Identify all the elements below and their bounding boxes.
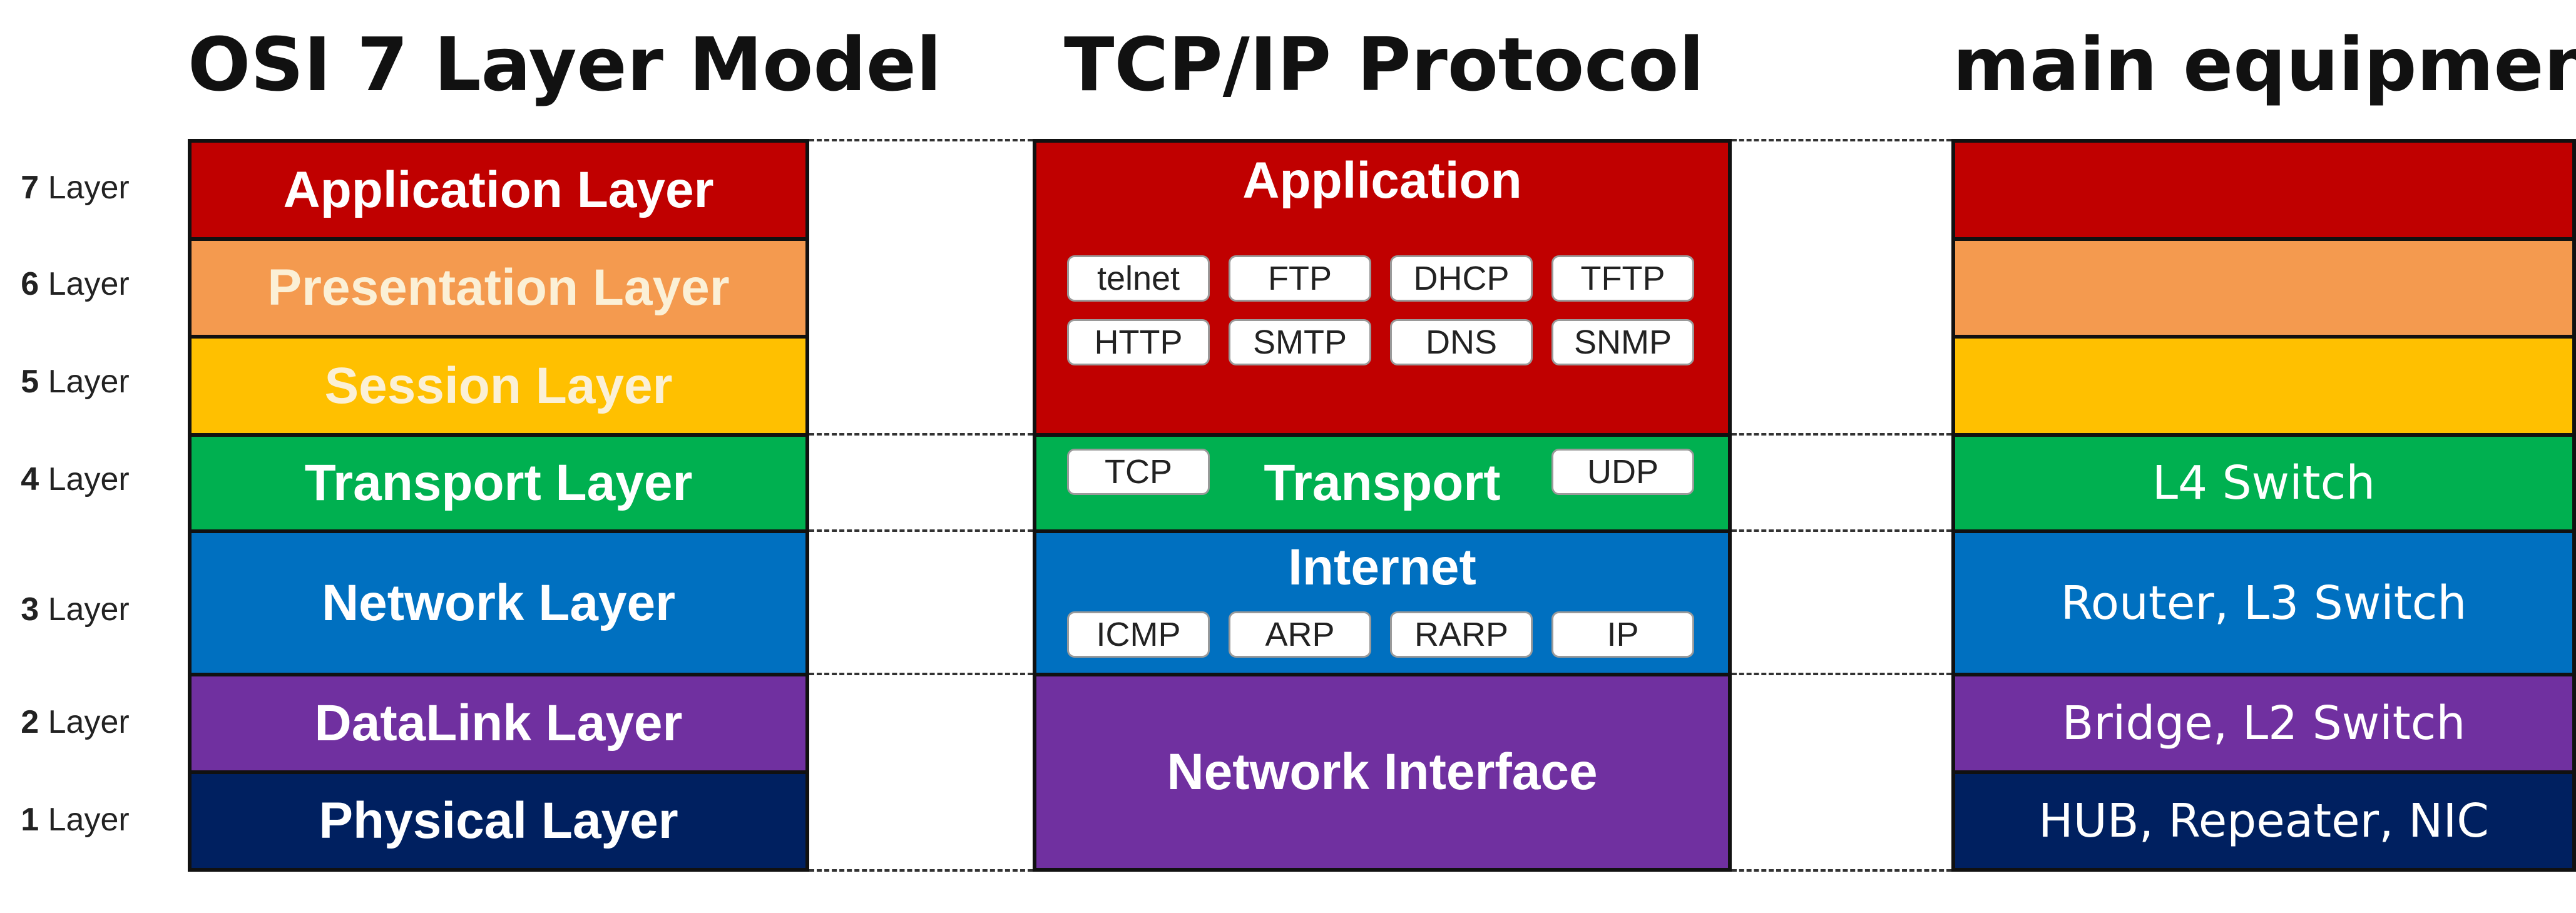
tcpip-application-title: Application bbox=[1242, 152, 1522, 209]
osi-session-layer: Session Layer bbox=[188, 335, 809, 437]
osi-application-layer: Application Layer bbox=[188, 139, 809, 241]
layer-label-5: 5 Layer bbox=[21, 364, 130, 400]
layer-label-6: 6 Layer bbox=[21, 266, 130, 302]
connector-transport-left bbox=[809, 433, 1033, 436]
protocol-dhcp: DHCP bbox=[1390, 255, 1533, 302]
connector-datalink-left bbox=[809, 673, 1033, 675]
equipment-layer-5 bbox=[1951, 335, 2576, 437]
protocol-http: HTTP bbox=[1067, 319, 1210, 365]
connector-bottom-left bbox=[809, 869, 1033, 872]
connector-top-right bbox=[1732, 139, 1951, 141]
protocol-rarp: RARP bbox=[1390, 611, 1533, 658]
connector-transport-right bbox=[1732, 433, 1951, 436]
equipment-layer-4: L4 Switch bbox=[1951, 433, 2576, 533]
protocol-arp: ARP bbox=[1229, 611, 1371, 658]
connector-network-right bbox=[1732, 529, 1951, 532]
tcpip-network-interface-layer: Network Interface bbox=[1033, 673, 1732, 872]
layer-label-7: 7 Layer bbox=[21, 170, 130, 206]
osi-physical-layer: Physical Layer bbox=[188, 770, 809, 872]
equipment-layer-3: Router, L3 Switch bbox=[1951, 529, 2576, 676]
equipment-heading: main equipment bbox=[1953, 21, 2576, 108]
tcpip-internet-title: Internet bbox=[1288, 539, 1476, 596]
equipment-layer-1: HUB, Repeater, NIC bbox=[1951, 770, 2576, 872]
osi-datalink-layer: DataLink Layer bbox=[188, 673, 809, 774]
connector-top-left bbox=[809, 139, 1033, 141]
protocol-dns: DNS bbox=[1390, 319, 1533, 365]
equipment-layer-6 bbox=[1951, 237, 2576, 339]
protocol-smtp: SMTP bbox=[1229, 319, 1371, 365]
connector-network-left bbox=[809, 529, 1033, 532]
osi-network-layer: Network Layer bbox=[188, 529, 809, 676]
layer-label-3: 3 Layer bbox=[21, 591, 130, 628]
layer-label-2: 2 Layer bbox=[21, 704, 130, 740]
osi-heading: OSI 7 Layer Model bbox=[188, 21, 942, 108]
equipment-layer-2: Bridge, L2 Switch bbox=[1951, 673, 2576, 774]
connector-datalink-right bbox=[1732, 673, 1951, 675]
protocol-telnet: telnet bbox=[1067, 255, 1210, 302]
equipment-layer-7 bbox=[1951, 139, 2576, 241]
layer-label-1: 1 Layer bbox=[21, 802, 130, 838]
protocol-snmp: SNMP bbox=[1551, 319, 1694, 365]
protocol-tcp: TCP bbox=[1067, 449, 1210, 495]
osi-transport-layer: Transport Layer bbox=[188, 433, 809, 533]
protocol-tftp: TFTP bbox=[1551, 255, 1694, 302]
tcpip-heading: TCP/IP Protocol bbox=[1064, 21, 1704, 108]
protocol-ftp: FTP bbox=[1229, 255, 1371, 302]
layer-label-4: 4 Layer bbox=[21, 461, 130, 497]
protocol-udp: UDP bbox=[1551, 449, 1694, 495]
connector-bottom-right bbox=[1732, 869, 1951, 872]
osi-presentation-layer: Presentation Layer bbox=[188, 237, 809, 339]
protocol-icmp: ICMP bbox=[1067, 611, 1210, 658]
protocol-ip: IP bbox=[1551, 611, 1694, 658]
